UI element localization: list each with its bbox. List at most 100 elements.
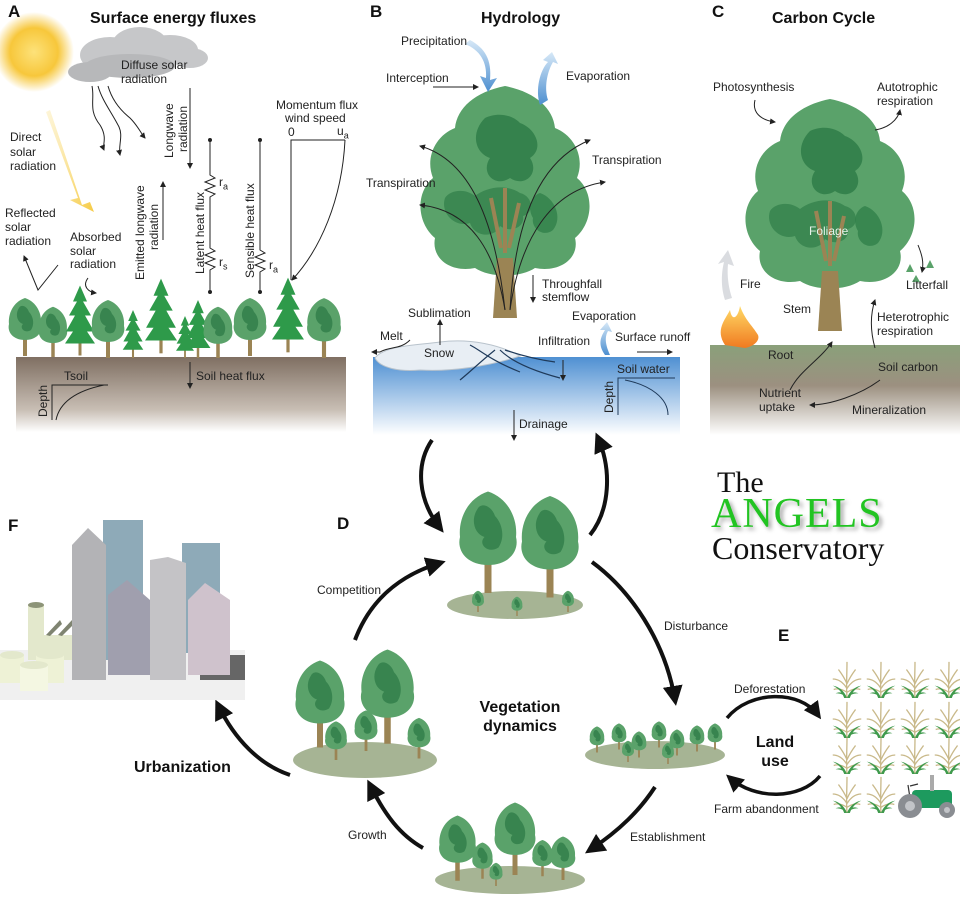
city-buildings — [72, 520, 230, 680]
label-urbanization: Urbanization — [134, 759, 231, 776]
label-rs: rs — [219, 255, 228, 272]
vegetation-dynamics-line-1: Vegetation — [479, 699, 561, 716]
label-stem: Stem — [783, 302, 812, 316]
label-surface-runoff: Surface runoff — [615, 330, 691, 344]
logo-conservatory: Conservatory — [712, 530, 885, 566]
label-competition: Competition — [317, 583, 382, 597]
arrow-hydrology-out — [588, 432, 613, 537]
panel-a-letter: A — [8, 2, 21, 21]
arrow-competition — [353, 557, 446, 641]
land-use-line-1: Land — [755, 734, 795, 751]
label-sublimation: Sublimation — [408, 306, 471, 320]
panel-e-letter: E — [778, 626, 790, 645]
label-heterotrophic-1: Heterotrophic — [877, 310, 950, 324]
panel-c-graphics — [710, 99, 960, 435]
label-deforestation: Deforestation — [734, 682, 806, 696]
label-litterfall: Litterfall — [906, 278, 949, 292]
label-soil-heat-flux: Soil heat flux — [196, 369, 265, 383]
label-wind-zero: 0 — [288, 125, 295, 139]
arrow-deforestation — [725, 694, 822, 720]
label-throughfall-1: Throughfall — [542, 277, 603, 291]
label-transpiration-right: Transpiration — [592, 153, 662, 167]
arrow-farm-abandonment — [726, 774, 822, 796]
arrow-hydrology-in — [419, 438, 444, 533]
vegetation-dynamics-title: Vegetation dynamics — [470, 698, 570, 736]
panel-b-graphics — [371, 40, 680, 441]
label-throughfall-2: stemflow — [542, 290, 590, 304]
vegetation-dynamics-line-2: dynamics — [483, 718, 557, 735]
tractor-icon — [898, 775, 955, 818]
panel-a-title: Surface energy fluxes — [90, 10, 257, 27]
soil-layer — [16, 357, 346, 432]
label-tsoil: Tsoil — [64, 369, 89, 383]
label-emitted-1: Emitted longwave — [133, 185, 147, 280]
label-absorbed-3: radiation — [70, 257, 117, 271]
label-longwave-1: Longwave — [162, 103, 176, 158]
label-autotrophic-1: Autotrophic — [877, 80, 938, 94]
label-absorbed-2: solar — [70, 244, 97, 258]
label-reflected-1: Reflected — [5, 206, 56, 220]
label-depth-a: Depth — [36, 384, 50, 417]
label-photosynthesis: Photosynthesis — [713, 80, 795, 94]
fire-icon — [720, 306, 759, 348]
label-nutrient-1: Nutrient — [759, 386, 802, 400]
label-momentum-2: wind speed — [285, 111, 346, 125]
label-evaporation-top: Evaporation — [566, 69, 631, 83]
label-infiltration: Infiltration — [538, 334, 591, 348]
fire-smoke-arrow — [718, 250, 734, 300]
label-disturbance: Disturbance — [664, 619, 729, 633]
label-reflected-2: solar — [5, 220, 32, 234]
label-soil-water: Soil water — [617, 362, 670, 376]
label-diffuse-1: Diffuse solar — [121, 58, 188, 72]
snow-pile — [374, 340, 522, 371]
cloud-icon — [68, 27, 208, 82]
panel-b-title: Hydrology — [481, 10, 561, 27]
label-evaporation-ground: Evaporation — [572, 309, 637, 323]
ground-growing-forest — [293, 742, 437, 778]
label-autotrophic-2: respiration — [877, 94, 934, 108]
forest-canopy — [8, 277, 341, 358]
panel-f-letter: F — [8, 516, 19, 535]
panel-c-letter: C — [712, 2, 725, 21]
label-longwave-2: radiation — [176, 105, 190, 152]
label-transpiration-left: Transpiration — [366, 176, 436, 190]
land-use-line-2: use — [761, 753, 789, 770]
label-sensible-heat-flux: Sensible heat flux — [243, 183, 257, 278]
label-mineralization: Mineralization — [852, 403, 927, 417]
arrow-disturbance — [590, 560, 683, 706]
label-emitted-2: radiation — [147, 203, 161, 250]
label-ra-latent: ra — [219, 175, 229, 192]
label-direct-1: Direct — [10, 130, 42, 144]
label-precipitation: Precipitation — [401, 34, 468, 48]
factory-icon — [0, 602, 74, 691]
panel-e-graphics — [725, 661, 960, 818]
label-direct-3: radiation — [10, 159, 57, 173]
label-root: Root — [768, 348, 794, 362]
arrow-growth — [367, 779, 424, 850]
arrow-establishment — [585, 785, 657, 854]
soil-carbon-layer — [710, 345, 960, 435]
panel-c-title: Carbon Cycle — [772, 10, 876, 27]
label-establishment: Establishment — [630, 830, 706, 844]
label-latent-heat-flux: Latent heat flux — [193, 191, 207, 274]
label-melt: Melt — [380, 329, 403, 343]
logo-angels: ANGELS — [711, 491, 883, 537]
evaporation-arrow — [537, 52, 558, 105]
label-heterotrophic-2: respiration — [877, 324, 934, 338]
logo-the: The — [717, 466, 764, 499]
arrow-urbanization — [215, 699, 291, 777]
ground-disturbed — [585, 741, 725, 769]
label-depth-b: Depth — [602, 380, 616, 413]
land-use-title: Land use — [740, 733, 810, 771]
label-momentum-1: Momentum flux — [276, 98, 359, 112]
label-nutrient-2: uptake — [759, 400, 796, 414]
label-growth: Growth — [348, 828, 387, 842]
panel-f-graphics — [0, 520, 245, 700]
sun-icon — [0, 12, 74, 92]
panel-a-graphics — [0, 12, 346, 432]
precipitation-arrow — [465, 40, 497, 92]
panel-d-graphics — [215, 432, 725, 894]
direct-radiation-beam — [46, 110, 94, 212]
label-absorbed-1: Absorbed — [70, 230, 122, 244]
